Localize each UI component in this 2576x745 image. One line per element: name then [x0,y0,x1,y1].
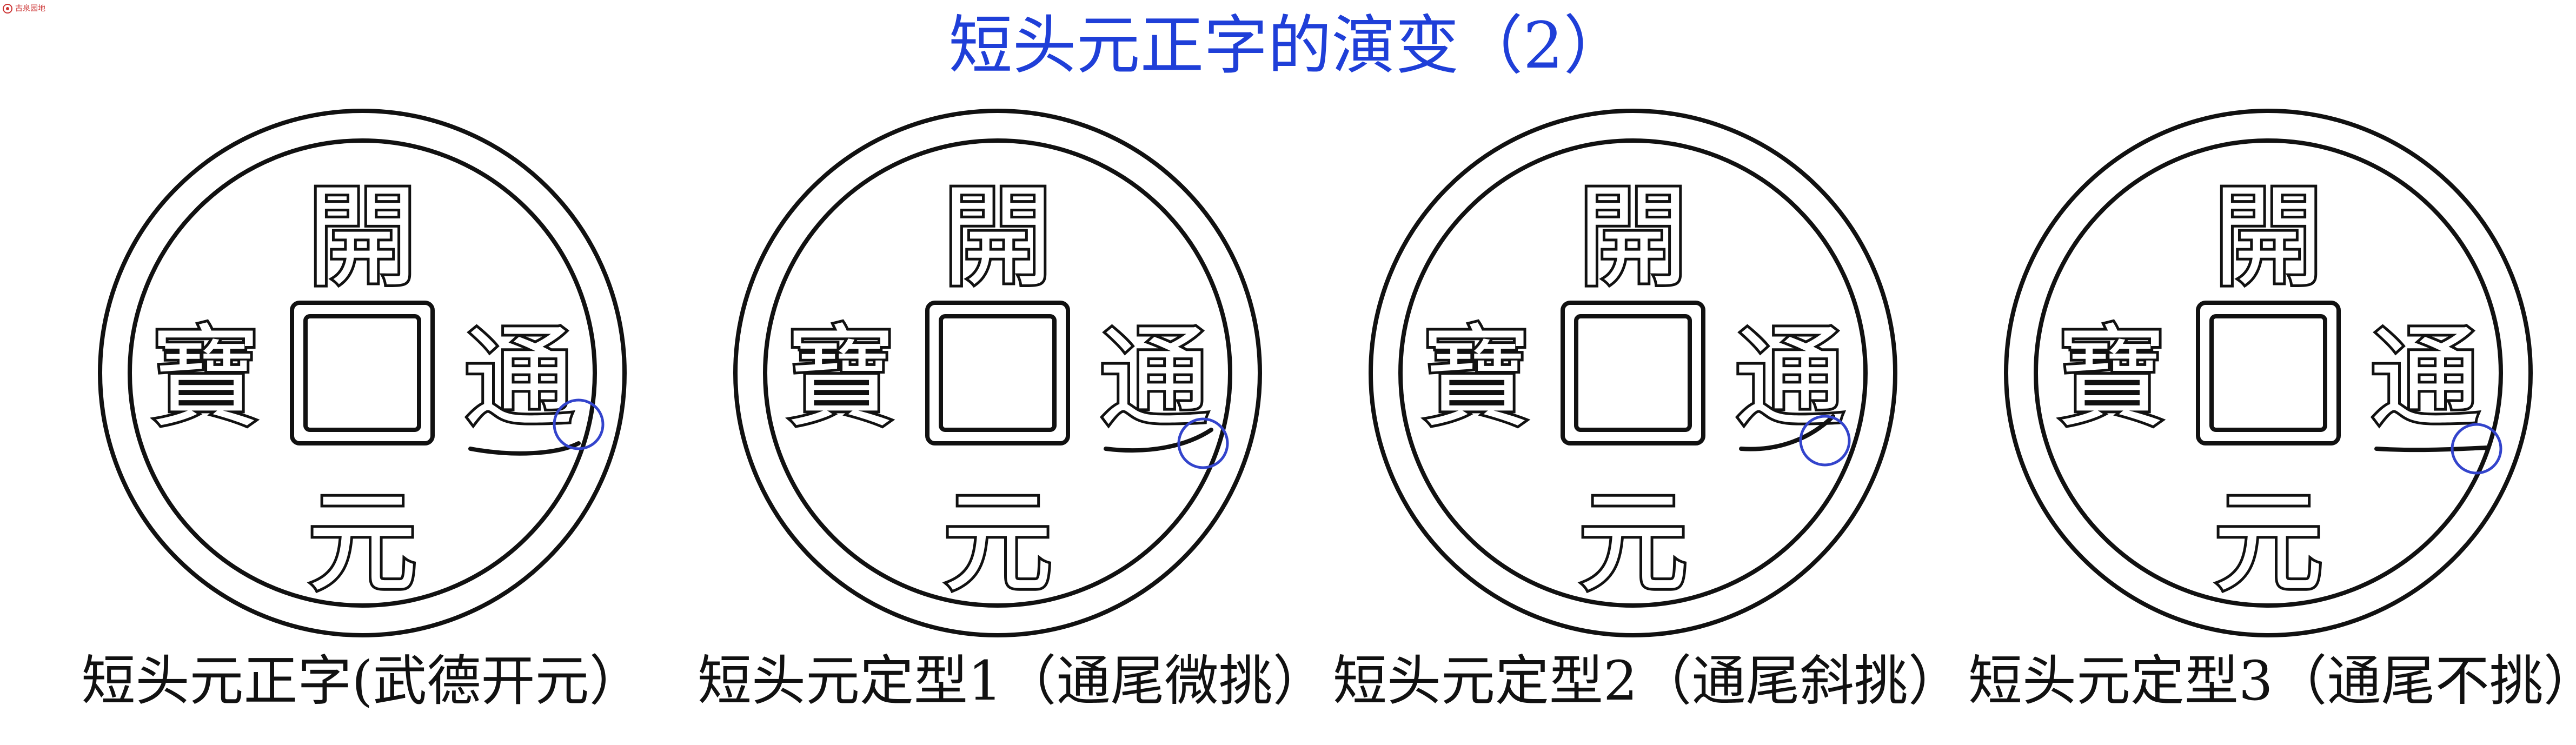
coin-outer-rim [2004,109,2533,637]
square-hole-inner [303,314,421,432]
coin-char-top: 開 [2213,174,2324,302]
coin-panel-3: 開 通 元 寶 [1363,103,1903,643]
coin-caption-1: 短头元正字(武德开元） [81,649,643,713]
coin-char-top: 開 [942,174,1053,302]
coin-inner-rim [763,138,1232,608]
coin-char-top: 開 [1578,174,1689,302]
coin-char-bottom: 元 [307,479,418,608]
coin-outer-rim [1369,109,1897,637]
coin-2: 開 通 元 寶 [733,109,1262,637]
tong-tail-stroke [1104,428,1213,453]
square-hole-inner [2209,314,2327,432]
watermark-logo-icon [3,4,12,14]
square-hole-inner [939,314,1057,432]
square-hole-outer [925,301,1070,445]
coin-inner-rim [1398,138,1868,608]
coin-char-right: 通 [2370,314,2481,443]
square-hole-outer [1561,301,1705,445]
coin-panel-4: 開 通 元 寶 [1998,103,2539,643]
coin-char-right: 通 [1735,314,1845,443]
coin-outer-rim [733,109,1262,637]
coin-3: 開 通 元 寶 [1369,109,1897,637]
coin-char-bottom: 元 [1578,479,1689,608]
coin-char-bottom: 元 [942,479,1053,608]
coin-outer-rim [98,109,627,637]
coin-char-left: 寶 [150,314,261,443]
coin-inner-rim [128,138,597,608]
tail-marker-circle [553,398,605,450]
coin-char-bottom: 元 [2213,479,2324,608]
tail-marker-circle [1799,415,1851,467]
tail-marker-circle [1177,417,1229,469]
tong-tail-stroke [2374,445,2489,453]
square-hole-outer [290,301,435,445]
coin-char-left: 寶 [2056,314,2167,443]
square-hole-inner [1574,314,1692,432]
coin-char-left: 寶 [1421,314,1532,443]
tong-tail-stroke [468,441,581,456]
coin-caption-4: 短头元定型3（通尾不挑） [1968,649,2576,713]
square-hole-outer [2196,301,2341,445]
coin-1: 開 通 元 寶 [98,109,627,637]
coin-panel-2: 開 通 元 寶 [727,103,1268,643]
coin-char-right: 通 [464,314,575,443]
coin-panel-1: 開 通 元 寶 [92,103,633,643]
page-title: 短头元正字的演变（2） [948,8,1628,83]
tail-marker-circle [2451,423,2502,475]
watermark-text: 古泉园地 [15,4,45,13]
coin-caption-2: 短头元定型1（通尾微挑） [698,649,1327,713]
coin-inner-rim [2034,138,2503,608]
watermark: 古泉园地 [2,2,45,15]
coin-4: 開 通 元 寶 [2004,109,2533,637]
coin-caption-3: 短头元定型2（通尾斜挑） [1333,649,1962,713]
coin-char-left: 寶 [786,314,897,443]
tong-tail-stroke [1739,414,1835,451]
coin-char-right: 通 [1099,314,1210,443]
coin-char-top: 開 [307,174,418,302]
